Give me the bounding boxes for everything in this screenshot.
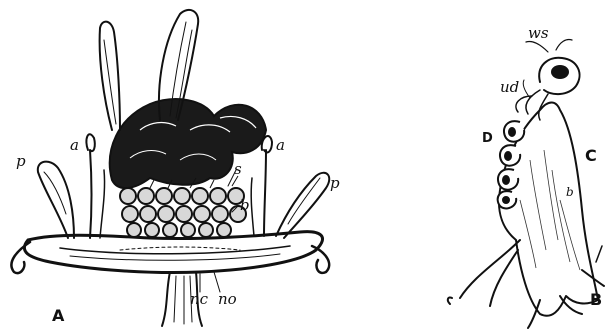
label-d: D bbox=[482, 132, 493, 145]
label-a-left: a bbox=[70, 138, 79, 153]
stamen-left bbox=[86, 134, 94, 238]
label-ud: ud bbox=[500, 80, 519, 95]
label-b-small: b bbox=[566, 186, 574, 198]
receptacle bbox=[24, 232, 322, 273]
panel-label-b: B bbox=[590, 292, 602, 308]
label-nc: nc bbox=[190, 292, 208, 307]
fruit-mass bbox=[110, 99, 266, 188]
figure-a-flower-section bbox=[11, 10, 329, 326]
figure-c-carpel-section bbox=[448, 39, 604, 328]
drupelets bbox=[120, 188, 246, 237]
panel-label-c: C bbox=[585, 148, 597, 164]
label-p-left: p bbox=[16, 154, 26, 169]
style-left bbox=[100, 22, 120, 130]
petal-right bbox=[276, 173, 329, 238]
label-s: s bbox=[234, 162, 242, 177]
sepal-left bbox=[11, 242, 30, 273]
label-b: b bbox=[240, 198, 250, 213]
base-tendrils bbox=[460, 240, 604, 328]
stippling bbox=[520, 150, 580, 270]
stamen-right bbox=[262, 136, 272, 236]
label-a-right: a bbox=[276, 138, 285, 153]
label-p-right: p bbox=[330, 176, 340, 191]
label-no: no bbox=[218, 292, 237, 307]
petal-left bbox=[38, 162, 74, 238]
ovules bbox=[498, 121, 525, 208]
label-ws: ws bbox=[528, 26, 549, 41]
panel-label-a: A bbox=[52, 308, 64, 324]
